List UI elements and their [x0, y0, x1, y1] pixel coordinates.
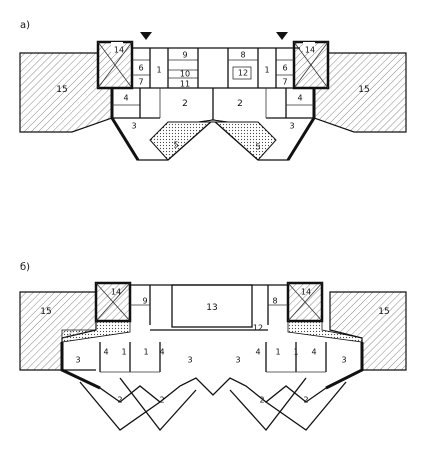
label-b-2-b: 2	[159, 396, 164, 405]
room-5-right	[211, 119, 277, 161]
label-3-left: 3	[131, 122, 136, 131]
label-8: 8	[240, 51, 245, 60]
label-b-4-a: 4	[103, 348, 108, 357]
label-b-8: 8	[272, 297, 277, 306]
label-9: 9	[182, 51, 187, 60]
label-b-3-b: 3	[187, 356, 192, 365]
label-3-right: 3	[289, 122, 294, 131]
label-b-1-c: 1	[275, 348, 280, 357]
label-14-right: 14	[305, 46, 315, 55]
label-15-left: 15	[56, 85, 67, 95]
label-10: 10	[180, 70, 190, 79]
label-15-right: 15	[358, 85, 369, 95]
label-2-left: 2	[182, 99, 188, 109]
label-b-1-a: 1	[121, 348, 126, 357]
label-13: 13	[206, 303, 217, 313]
room-5-left	[149, 119, 215, 161]
plan-b: б)	[19, 262, 407, 432]
label-b-4-c: 4	[255, 348, 260, 357]
label-b-15-right: 15	[378, 307, 389, 317]
building-outline-b	[61, 342, 363, 403]
label-4-left: 4	[123, 94, 128, 103]
label-b-1-b: 1	[143, 348, 148, 357]
label-7-right: 7	[282, 78, 287, 87]
label-12: 12	[238, 69, 248, 78]
label-b-4-b: 4	[159, 348, 164, 357]
label-6-right: 6	[282, 64, 287, 73]
label-b-1-d: 1	[293, 348, 298, 357]
label-11: 11	[180, 80, 190, 89]
label-b-3-c: 3	[235, 356, 240, 365]
label-4-right: 4	[297, 94, 302, 103]
label-2-right: 2	[237, 99, 243, 109]
entrance-marker-right	[276, 32, 288, 40]
label-b-15-left: 15	[40, 307, 51, 317]
label-b-2-d: 2	[303, 396, 308, 405]
label-5-right: 5	[255, 143, 260, 152]
label-7-left: 7	[138, 78, 143, 87]
label-1-left: 1	[156, 66, 161, 75]
plan-a: а)	[19, 20, 407, 161]
entrance-marker-left	[140, 32, 152, 40]
panel-a-label: а)	[20, 20, 30, 31]
label-b-3-d: 3	[341, 356, 346, 365]
label-b-14-right: 14	[301, 288, 311, 297]
label-6-left: 6	[138, 64, 143, 73]
label-5-left: 5	[173, 141, 178, 150]
label-b-14-left: 14	[111, 288, 121, 297]
label-1-right: 1	[264, 66, 269, 75]
label-b-4-d: 4	[311, 348, 316, 357]
panel-b-label: б)	[20, 262, 30, 273]
label-b-2-c: 2	[259, 396, 264, 405]
label-14-left: 14	[114, 46, 124, 55]
label-b-3-a: 3	[75, 356, 80, 365]
label-b-2-a: 2	[117, 396, 122, 405]
label-b-9: 9	[142, 297, 147, 306]
label-b-12: 12	[253, 324, 263, 333]
